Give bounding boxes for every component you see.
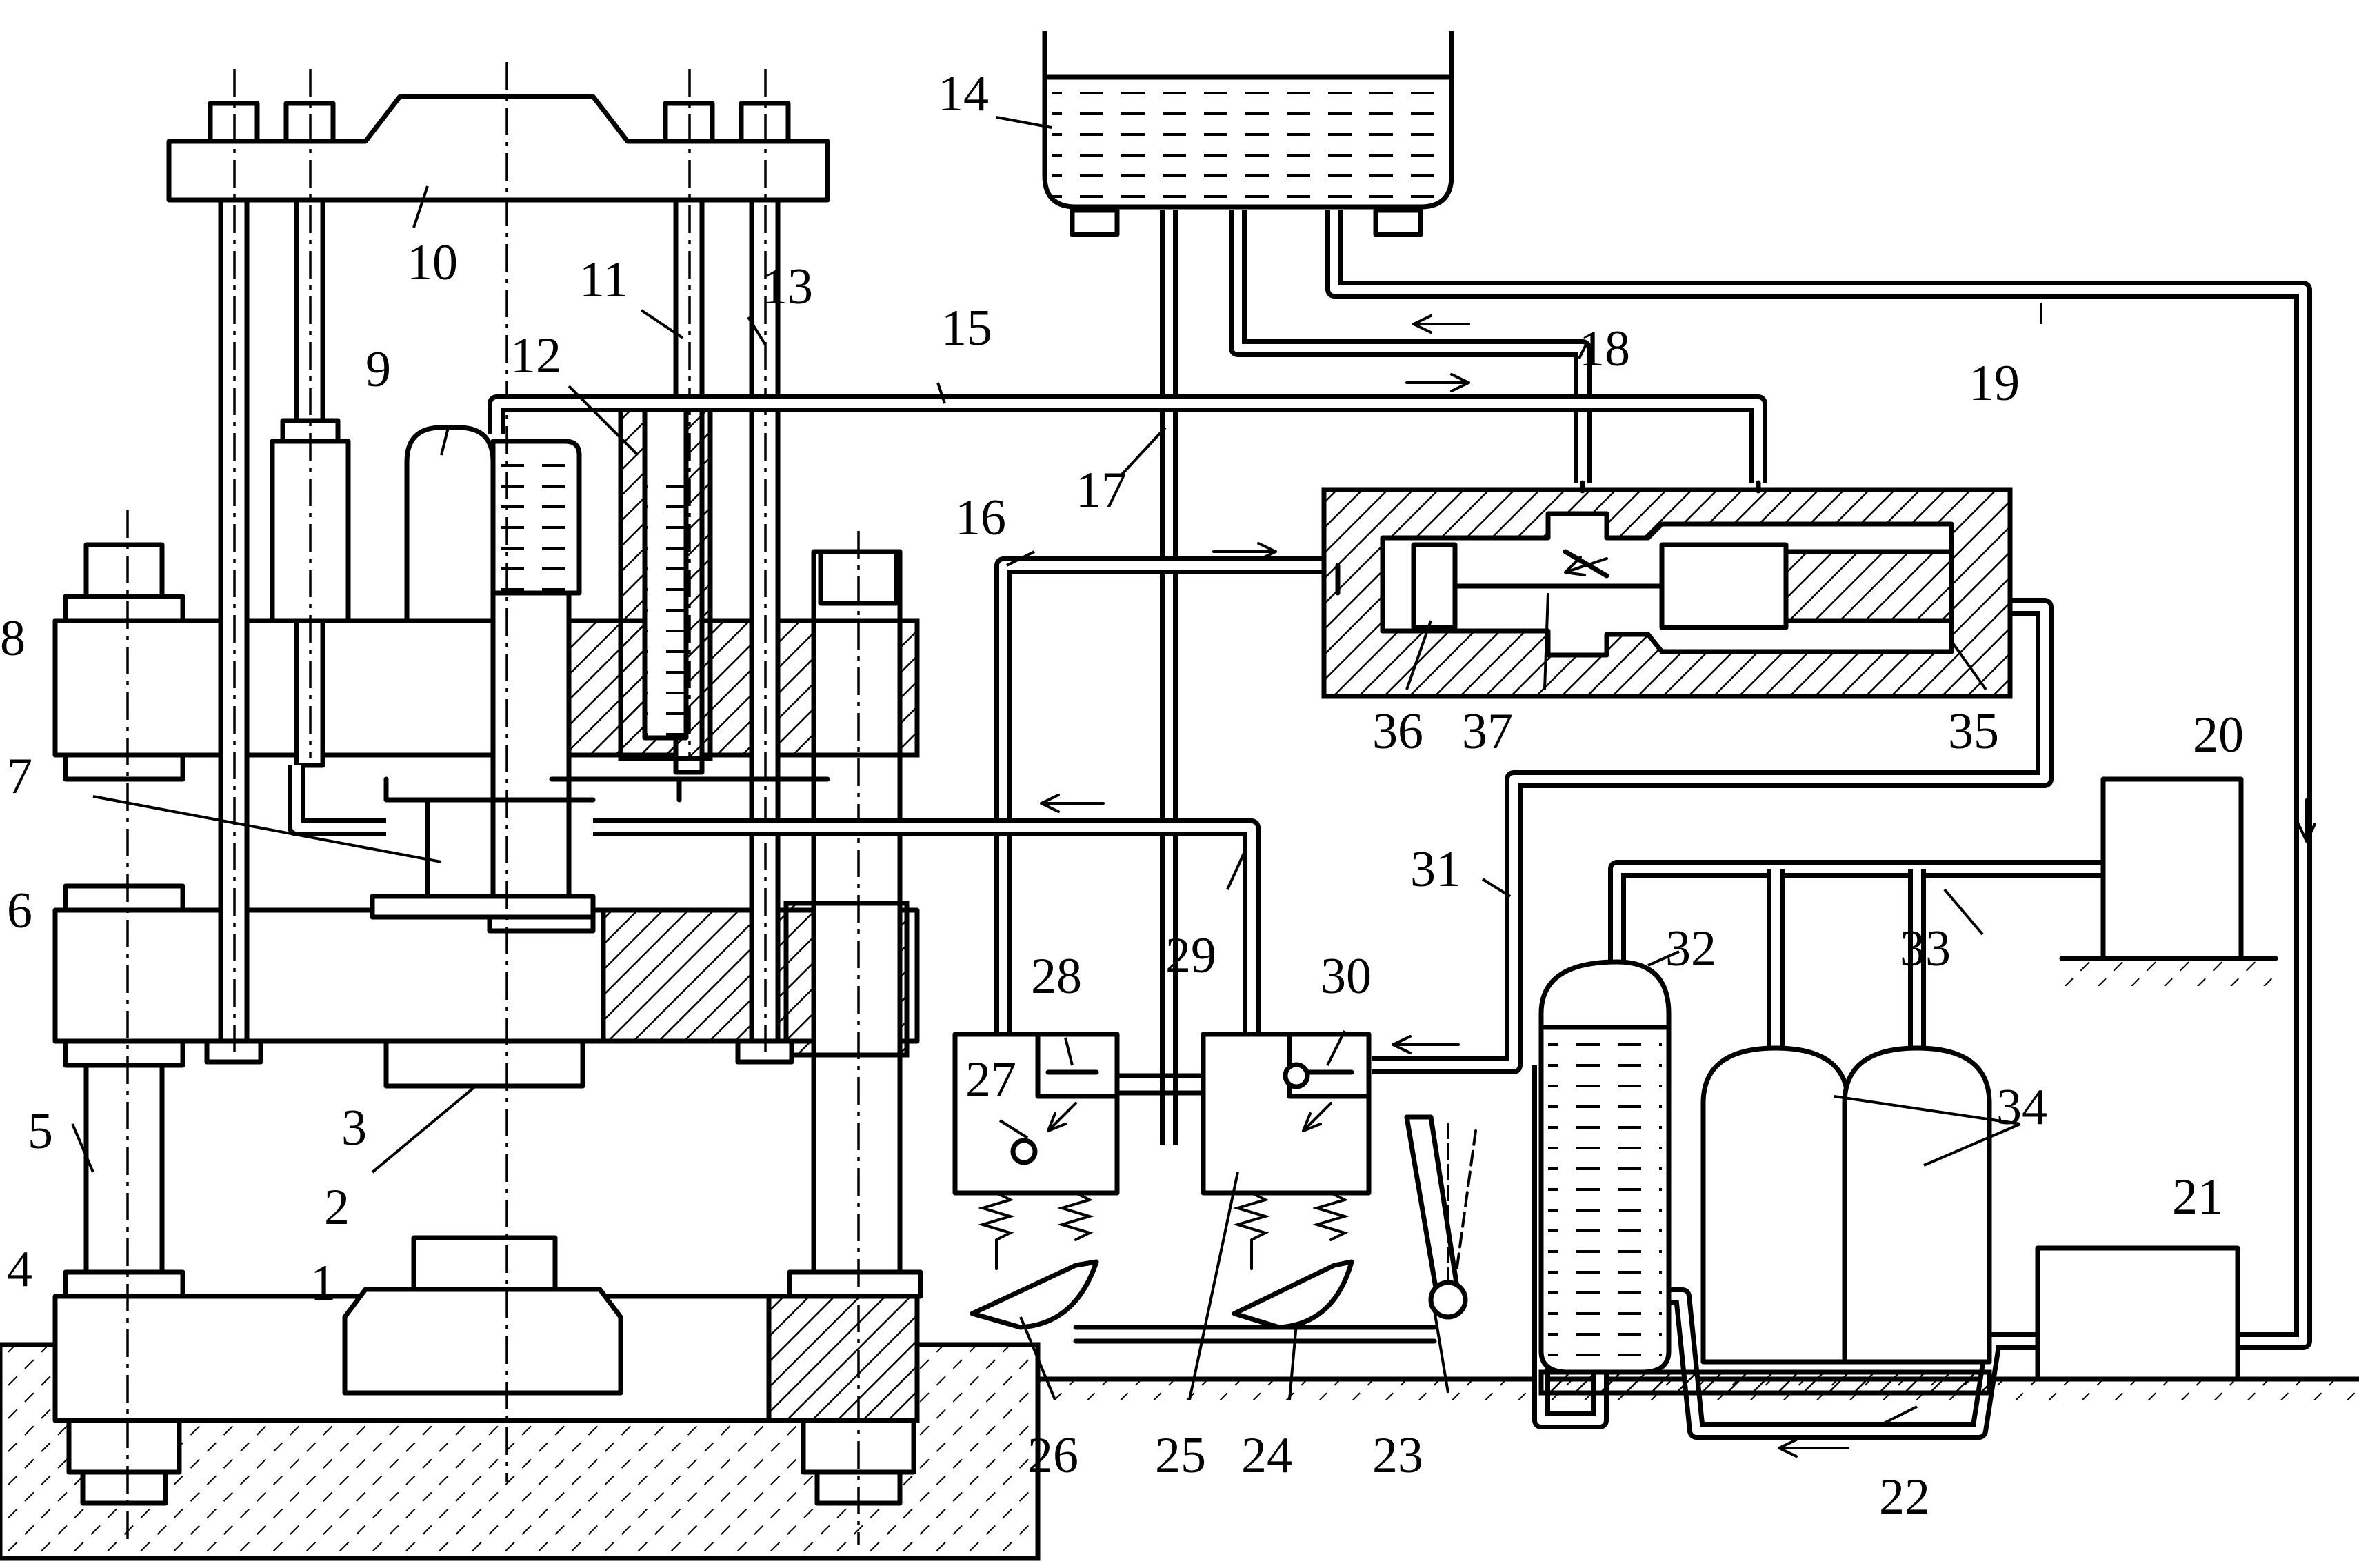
part-labels: 1 2 3 4 5 6 7 8 9 10 11 12 13 14 15 16 1… — [0, 66, 2244, 1525]
label-5: 5 — [28, 1103, 53, 1160]
label-2: 2 — [324, 1179, 350, 1236]
label-13: 13 — [762, 259, 813, 315]
flow-arrows — [1040, 314, 2316, 1458]
label-32: 32 — [1665, 921, 1716, 977]
label-1: 1 — [310, 1255, 336, 1311]
air-chamber — [404, 425, 496, 623]
label-8: 8 — [0, 610, 26, 667]
pump-21 — [2035, 1245, 2240, 1382]
label-4: 4 — [7, 1241, 32, 1298]
label-17: 17 — [1076, 462, 1127, 519]
compressor-20 — [2059, 776, 2278, 986]
accumulator-group — [1538, 959, 1992, 1396]
label-14: 14 — [938, 66, 989, 122]
label-28: 28 — [1031, 948, 1082, 1005]
lower-anvil — [342, 1287, 623, 1396]
label-12: 12 — [510, 328, 561, 384]
label-33: 33 — [1900, 921, 1951, 977]
leader-lines — [71, 116, 2042, 1425]
control-valves — [952, 1032, 1477, 1330]
label-18: 18 — [1579, 321, 1630, 377]
label-16: 16 — [955, 490, 1006, 546]
left-column — [83, 1038, 165, 1299]
label-31: 31 — [1410, 841, 1461, 898]
piping — [288, 210, 2312, 1440]
label-24: 24 — [1241, 1427, 1292, 1484]
label-30: 30 — [1321, 948, 1372, 1005]
label-23: 23 — [1372, 1427, 1423, 1484]
label-26: 26 — [1027, 1427, 1078, 1484]
label-11: 11 — [579, 252, 628, 308]
label-27: 27 — [965, 1052, 1016, 1108]
label-22: 22 — [1879, 1469, 1930, 1525]
lower-die — [411, 1235, 558, 1292]
label-25: 25 — [1155, 1427, 1206, 1484]
label-36: 36 — [1372, 703, 1423, 760]
label-9: 9 — [365, 341, 391, 398]
label-37: 37 — [1462, 703, 1513, 760]
label-34: 34 — [1996, 1079, 2047, 1136]
pedal-left — [970, 1259, 1099, 1330]
hand-lever — [1404, 1114, 1461, 1303]
label-3: 3 — [341, 1100, 367, 1156]
main-cylinder — [490, 590, 572, 899]
label-20: 20 — [2193, 707, 2244, 763]
pedal-right — [1232, 1259, 1354, 1330]
label-7: 7 — [7, 748, 32, 805]
label-35: 35 — [1948, 703, 1999, 760]
label-21: 21 — [2172, 1169, 2223, 1225]
gas-bottle-left — [1700, 1045, 1851, 1365]
label-10: 10 — [407, 234, 458, 291]
distributor-valve — [1321, 480, 2013, 699]
gas-bottle-right — [1842, 1045, 1992, 1365]
label-15: 15 — [941, 300, 992, 356]
upper-die — [383, 1038, 585, 1089]
label-29: 29 — [1165, 927, 1216, 984]
high-level-tank — [1042, 31, 1454, 237]
top-beam — [166, 94, 830, 203]
label-19: 19 — [1969, 355, 2020, 412]
center-lines — [126, 62, 860, 1545]
label-6: 6 — [7, 883, 32, 939]
